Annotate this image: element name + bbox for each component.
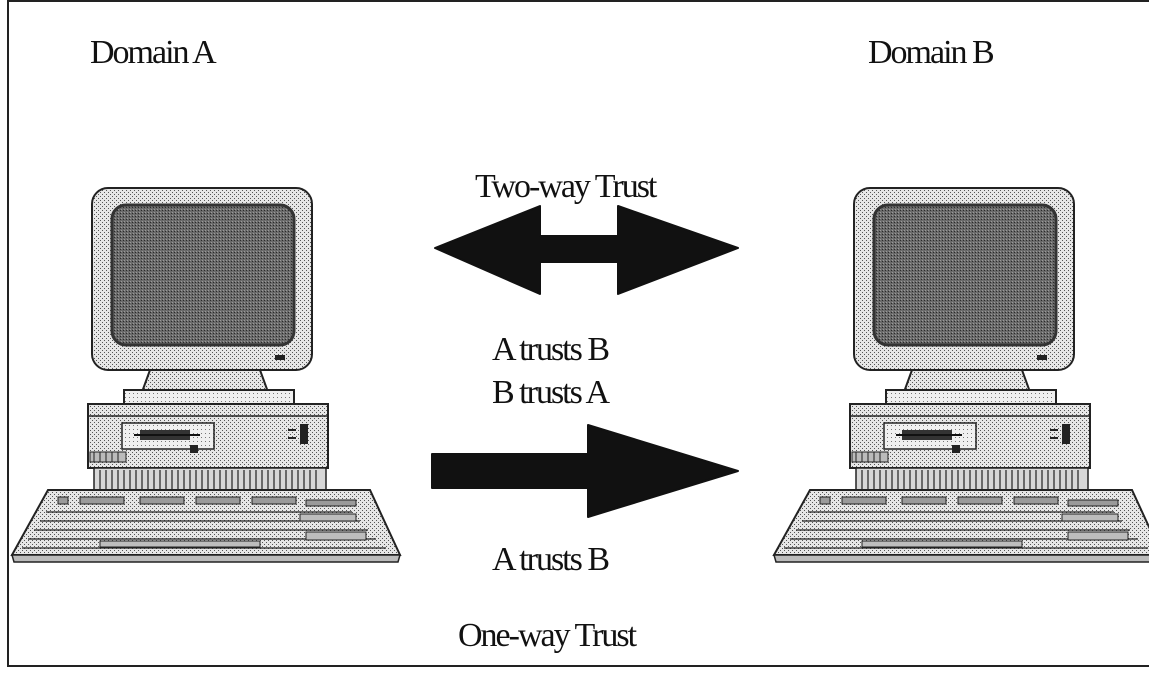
desktop-computer-icon-domain-a bbox=[10, 186, 402, 564]
right-arrow-icon bbox=[431, 424, 739, 518]
two-way-line-a-trusts-b: A trusts B bbox=[492, 331, 610, 368]
desktop-computer-icon-domain-b bbox=[772, 186, 1149, 564]
double-headed-arrow-icon bbox=[434, 205, 739, 295]
one-way-line-a-trusts-b: A trusts B bbox=[492, 541, 610, 578]
two-way-line-b-trusts-a: B trusts A bbox=[492, 374, 610, 411]
one-way-trust-label: One-way Trust bbox=[458, 617, 637, 654]
two-way-trust-label: Two-way Trust bbox=[475, 168, 657, 205]
domain-a-label: Domain A bbox=[90, 34, 217, 71]
domain-b-label: Domain B bbox=[868, 34, 995, 71]
diagram-frame bbox=[7, 0, 1149, 667]
